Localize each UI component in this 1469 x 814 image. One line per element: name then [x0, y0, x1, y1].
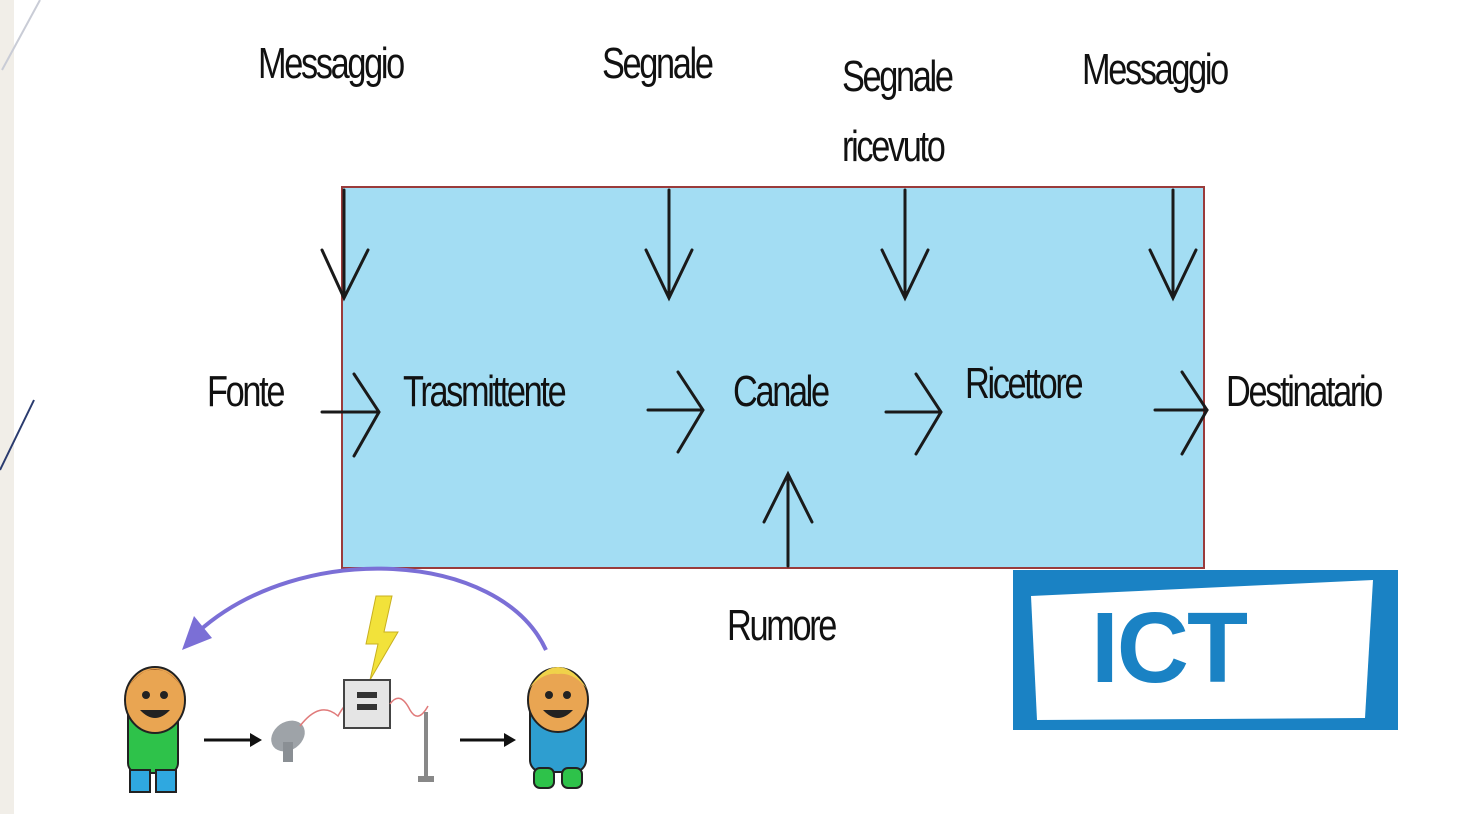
- small-arrow-icon: [204, 733, 262, 747]
- label-rumore: Rumore: [727, 601, 837, 650]
- label-segnale: Segnale: [602, 39, 714, 88]
- node-trasmittente: Trasmittente: [403, 367, 567, 416]
- node-fonte: Fonte: [207, 367, 285, 416]
- small-arrow-icon: [460, 733, 516, 747]
- slide-decoration-line: [0, 0, 41, 471]
- right-arrow-trasmittente-icon: [646, 370, 705, 454]
- ict-logo: ICT: [1013, 570, 1398, 730]
- ict-logo-text: ICT: [1091, 592, 1248, 704]
- right-arrow-ricettore-icon: [1153, 370, 1209, 456]
- node-destinatario: Destinatario: [1226, 367, 1383, 416]
- down-arrow-messaggio-destination-icon: [1148, 188, 1198, 302]
- node-ricettore: Ricettore: [965, 359, 1084, 408]
- right-arrow-canale-icon: [884, 372, 943, 456]
- right-arrow-fonte-icon: [320, 372, 381, 458]
- up-arrow-rumore-icon: [762, 470, 814, 568]
- down-arrow-segnale-icon: [644, 188, 694, 302]
- label-segnale-ricevuto: Segnale ricevuto: [842, 52, 954, 172]
- page-edge: [0, 0, 14, 814]
- down-arrow-messaggio-icon: [320, 188, 370, 302]
- feedback-arrow-icon: [182, 566, 548, 651]
- communication-cartoon: [124, 566, 589, 793]
- sender-person-icon: [124, 666, 186, 793]
- receiver-person-icon: [527, 667, 589, 789]
- lightning-transmitter-icon: [343, 595, 429, 729]
- label-messaggio-destination: Messaggio: [1082, 45, 1229, 94]
- down-arrow-segnale-ricevuto-icon: [880, 188, 930, 302]
- label-messaggio-source: Messaggio: [258, 39, 405, 88]
- node-canale: Canale: [733, 367, 830, 416]
- antenna-icon: [418, 712, 434, 782]
